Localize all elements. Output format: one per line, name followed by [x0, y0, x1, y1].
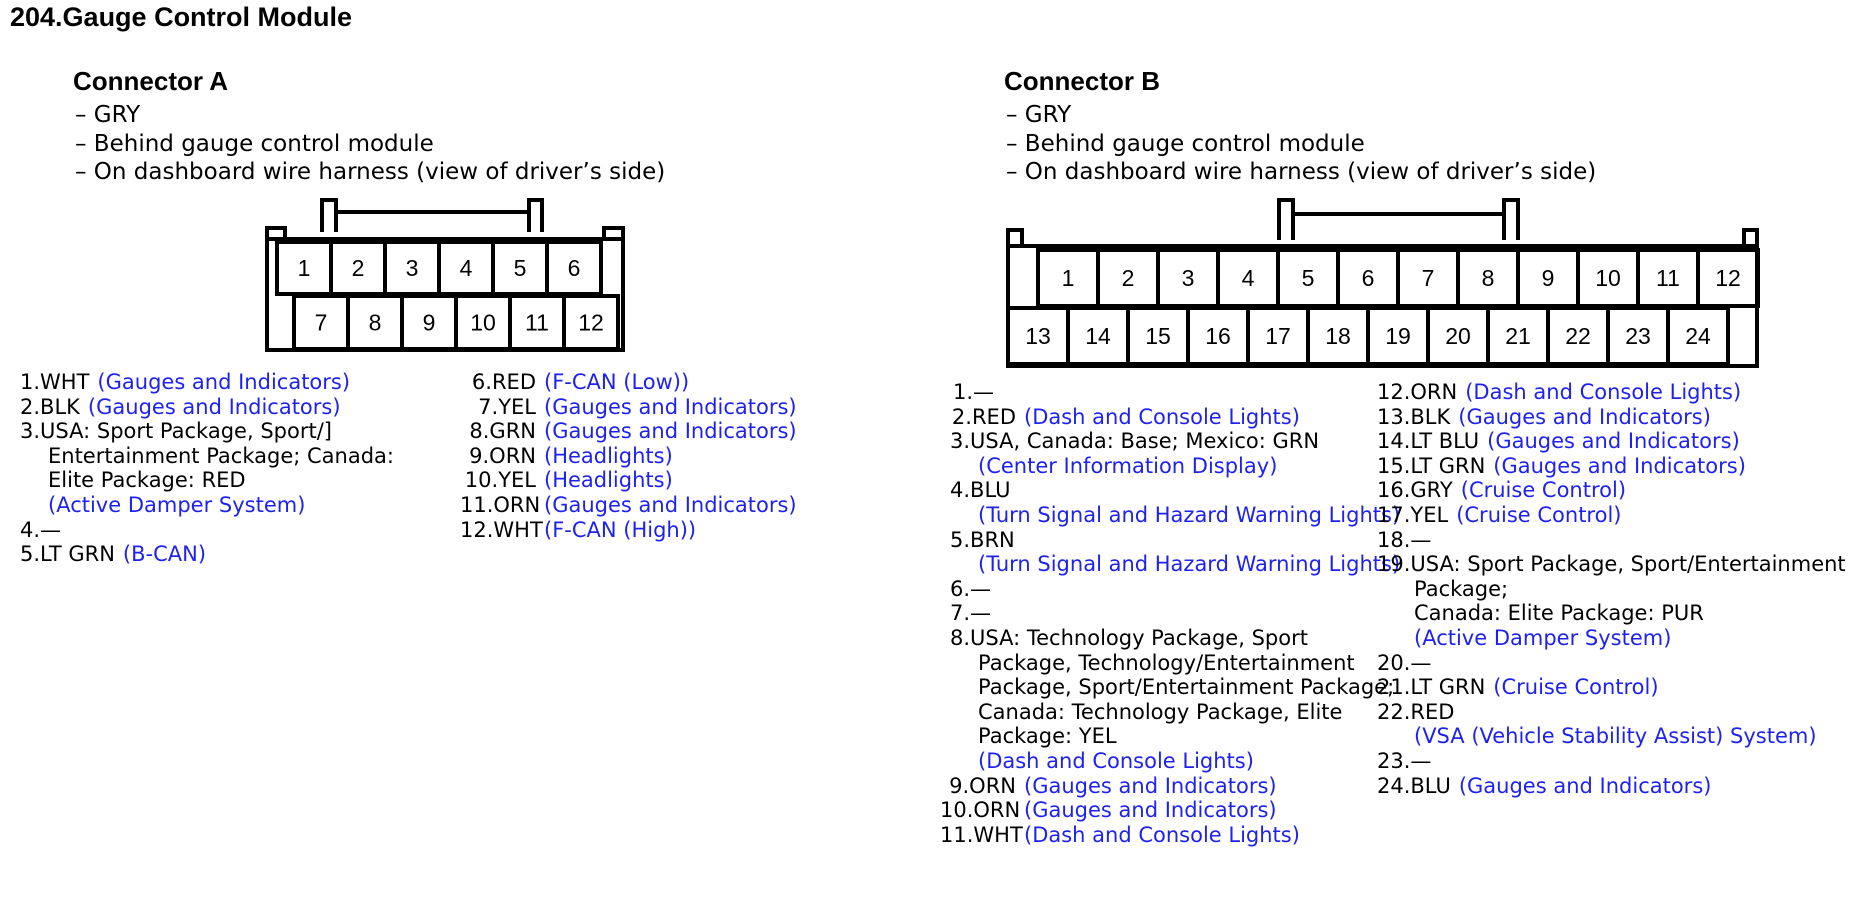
connector-a-cavity-12: [562, 294, 620, 351]
pin-b-8: 8.USA: Technology Package, Sport Package…: [950, 625, 1395, 773]
connector-b-pin-number-24: 24: [1685, 323, 1711, 349]
connector-b-pin-number-11: 11: [1656, 265, 1680, 291]
pin-a-9: 9.ORN(Headlights): [469, 443, 673, 468]
connector-b-pin-number-13: 13: [1025, 323, 1051, 349]
connector-a-pin-list-left: 1.WHT(Gauges and Indicators) 2.BLK(Gauge…: [20, 370, 394, 567]
connector-a-pin-number-2: 2: [352, 255, 365, 281]
pin-b-23: 23.—: [1377, 748, 1432, 773]
pin-b-11: 11.WHT(Dash and Console Lights): [940, 822, 1300, 847]
connector-b-pin-number-9: 9: [1542, 265, 1555, 291]
pin-b-24: 24.BLU(Gauges and Indicators): [1377, 773, 1712, 798]
pin-a-12: 12.WHT(F-CAN (High)): [460, 517, 697, 542]
pin-b-1: 1.—: [952, 380, 994, 404]
connector-a-pin-number-11: 11: [525, 310, 549, 336]
pin-b-4: 4.BLU (Turn Signal and Hazard Warning Li…: [950, 478, 1401, 527]
pin-b-3: 3.USA, Canada: Base; Mexico: GRN (Center…: [950, 429, 1320, 478]
connector-b-pin-number-5: 5: [1302, 265, 1315, 291]
pin-b-17: 17.YEL(Cruise Control): [1377, 502, 1622, 527]
connector-a-pin-number-8: 8: [369, 310, 382, 336]
pin-b-19: 19.USA: Sport Package, Sport/Entertainme…: [1377, 552, 1846, 650]
connector-a-pin-number-12: 12: [578, 310, 604, 336]
connector-b-pin-number-10: 10: [1595, 265, 1621, 291]
pin-b-20: 20.—: [1377, 650, 1432, 675]
connector-b-pin-number-1: 1: [1062, 265, 1075, 291]
pin-a-11: 11.ORN(Gauges and Indicators): [460, 492, 797, 517]
pin-b-7: 7.—: [950, 601, 992, 626]
pin-a-1: 1.WHT(Gauges and Indicators): [20, 370, 351, 394]
pin-a-2: 2.BLK(Gauges and Indicators): [20, 394, 341, 419]
connector-a-pin-number-3: 3: [406, 255, 419, 281]
connector-b-pin-number-3: 3: [1182, 265, 1195, 291]
connector-b-location: – Behind gauge control module: [1006, 130, 1365, 157]
pin-b-21: 21.LT GRN(Cruise Control): [1377, 675, 1659, 700]
connector-a-info: – GRY – Behind gauge control module – On…: [75, 101, 665, 187]
connector-b-pin-number-19: 19: [1385, 323, 1411, 349]
connector-b-pin-number-23: 23: [1625, 323, 1651, 349]
connector-a-location: – Behind gauge control module: [75, 130, 434, 157]
pin-a-10: 10.YEL(Headlights): [464, 468, 673, 493]
pin-a-8: 8.GRN(Gauges and Indicators): [469, 419, 797, 444]
pin-b-2: 2.RED(Dash and Console Lights): [951, 404, 1300, 429]
pin-b-13: 13.BLK(Gauges and Indicators): [1377, 404, 1711, 429]
connector-a-pin-number-5: 5: [514, 255, 527, 281]
page-title: 204.Gauge Control Module: [10, 2, 353, 32]
connector-b-pin-list-left: 1.— 2.RED(Dash and Console Lights) 3.USA…: [940, 380, 1400, 847]
connector-a-harness: – On dashboard wire harness (view of dri…: [75, 159, 666, 185]
connector-b-pin-number-20: 20: [1445, 323, 1471, 349]
pin-b-5: 5.BRN (Turn Signal and Hazard Warning Li…: [950, 527, 1401, 577]
pin-a-7: 7.YEL(Gauges and Indicators): [478, 394, 797, 419]
connector-b-heading: Connector B: [1004, 66, 1160, 96]
connector-a-color: – GRY: [75, 102, 141, 128]
pin-b-14: 14.LT BLU(Gauges and Indicators): [1377, 429, 1740, 454]
connector-b-pin-list-right: 12.ORN(Dash and Console Lights) 13.BLK(G…: [1377, 380, 1846, 798]
connector-b-pin-number-14: 14: [1085, 323, 1111, 349]
connector-b-pin-number-6: 6: [1362, 265, 1375, 291]
connector-b-pin-number-7: 7: [1422, 265, 1435, 291]
connector-a-pin-number-1: 1: [298, 255, 311, 281]
pin-a-4: 4.—: [20, 517, 62, 542]
pin-a-3: 3.USA: Sport Package, Sport/] Entertainm…: [20, 419, 394, 517]
pin-b-18: 18.—: [1377, 527, 1432, 552]
connector-b-cavity-24: [1666, 306, 1730, 366]
connector-a-pin-number-6: 6: [568, 255, 581, 281]
pin-b-10: 10.ORN(Gauges and Indicators): [940, 798, 1277, 823]
connector-b-pin-number-16: 16: [1205, 323, 1231, 349]
pin-a-6: 6.RED(F-CAN (Low)): [471, 370, 690, 394]
connector-b-pin-number-8: 8: [1482, 265, 1495, 291]
connector-a-heading: Connector A: [73, 66, 229, 96]
pin-b-9: 9.ORN(Gauges and Indicators): [949, 773, 1277, 798]
connector-b-pin-number-18: 18: [1325, 323, 1351, 349]
connector-b-color: – GRY: [1006, 102, 1072, 128]
pin-b-6: 6.—: [950, 576, 992, 601]
pin-b-16: 16.GRY(Cruise Control): [1377, 478, 1627, 503]
connector-b-pin-number-12: 12: [1715, 265, 1741, 291]
pin-b-22: 22.RED (VSA (Vehicle Stability Assist) S…: [1377, 699, 1817, 749]
connector-b-pin-number-15: 15: [1145, 323, 1171, 349]
connector-b-pin-number-21: 21: [1505, 323, 1531, 349]
connector-a-pin-number-7: 7: [315, 310, 328, 336]
pin-a-5: 5.LT GRN(B-CAN): [20, 542, 207, 567]
connector-b-info: – GRY – Behind gauge control module – On…: [1006, 101, 1596, 187]
connector-a-pin-number-10: 10: [470, 310, 496, 336]
connector-a-pin-list-right: 6.RED(F-CAN (Low)) 7.YEL(Gauges and Indi…: [460, 370, 797, 542]
connector-b-pin-number-4: 4: [1242, 265, 1255, 291]
connector-b-harness: – On dashboard wire harness (view of dri…: [1006, 159, 1597, 185]
pin-b-15: 15.LT GRN(Gauges and Indicators): [1377, 453, 1746, 478]
connector-a-pin-number-9: 9: [423, 310, 436, 336]
pin-b-12: 12.ORN(Dash and Console Lights): [1377, 380, 1742, 404]
connector-b-pin-number-2: 2: [1122, 265, 1135, 291]
connector-b-pin-number-22: 22: [1565, 323, 1591, 349]
connector-a-pin-number-4: 4: [460, 255, 473, 281]
connector-b-pin-number-17: 17: [1265, 323, 1291, 349]
